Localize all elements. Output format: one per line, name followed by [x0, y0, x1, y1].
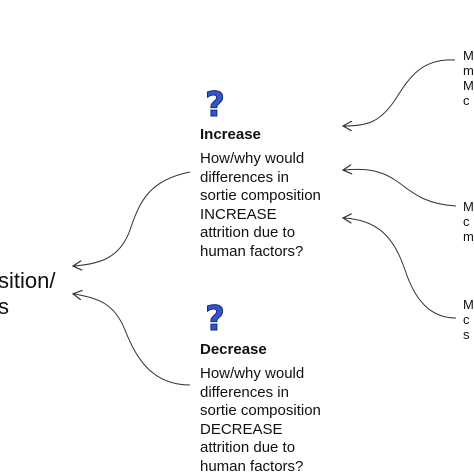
question-mark-icon: ?: [200, 300, 230, 336]
left-node-line: s: [0, 294, 55, 320]
arrow-right3-to-increase: [344, 218, 456, 318]
question-mark-icon: ?: [200, 86, 230, 122]
right-edge-line: m: [463, 229, 474, 244]
right-edge-line: m: [463, 63, 474, 78]
right-edge-line: M: [463, 78, 474, 93]
increase-line: human factors?: [200, 243, 321, 262]
decrease-question: How/why would differences in sortie comp…: [200, 365, 321, 476]
increase-line: sortie composition: [200, 187, 321, 206]
right-edge-group-3: M c s: [463, 297, 474, 342]
decrease-line: How/why would: [200, 365, 321, 384]
right-edge-line: c: [463, 214, 474, 229]
decrease-line: human factors?: [200, 458, 321, 476]
svg-text:?: ?: [205, 300, 225, 336]
left-node-line: sition/: [0, 268, 55, 294]
right-edge-line: M: [463, 199, 474, 214]
right-edge-line: M: [463, 297, 474, 312]
decrease-line: differences in: [200, 384, 321, 403]
increase-line: differences in: [200, 169, 321, 188]
increase-line: How/why would: [200, 150, 321, 169]
arrow-decrease-to-left: [74, 294, 190, 385]
increase-icon-wrap: ?: [200, 86, 230, 127]
arrow-increase-to-left: [74, 172, 190, 266]
decrease-title: Decrease: [200, 341, 267, 359]
right-edge-group-1: M m M c: [463, 48, 474, 108]
decrease-line: DECREASE: [200, 421, 321, 440]
decrease-line: sortie composition: [200, 402, 321, 421]
right-edge-group-2: M c m: [463, 199, 474, 244]
decrease-icon-wrap: ?: [200, 300, 230, 341]
right-edge-line: c: [463, 312, 474, 327]
arrow-right1-to-increase: [344, 60, 455, 126]
svg-text:?: ?: [205, 86, 225, 122]
arrow-right2-to-increase: [344, 169, 456, 206]
increase-line: attrition due to: [200, 224, 321, 243]
increase-question: How/why would differences in sortie comp…: [200, 150, 321, 261]
right-edge-line: c: [463, 93, 474, 108]
decrease-line: attrition due to: [200, 439, 321, 458]
right-edge-line: M: [463, 48, 474, 63]
right-edge-line: s: [463, 327, 474, 342]
left-node-label: sition/ s: [0, 268, 55, 320]
increase-title: Increase: [200, 126, 261, 144]
increase-line: INCREASE: [200, 206, 321, 225]
